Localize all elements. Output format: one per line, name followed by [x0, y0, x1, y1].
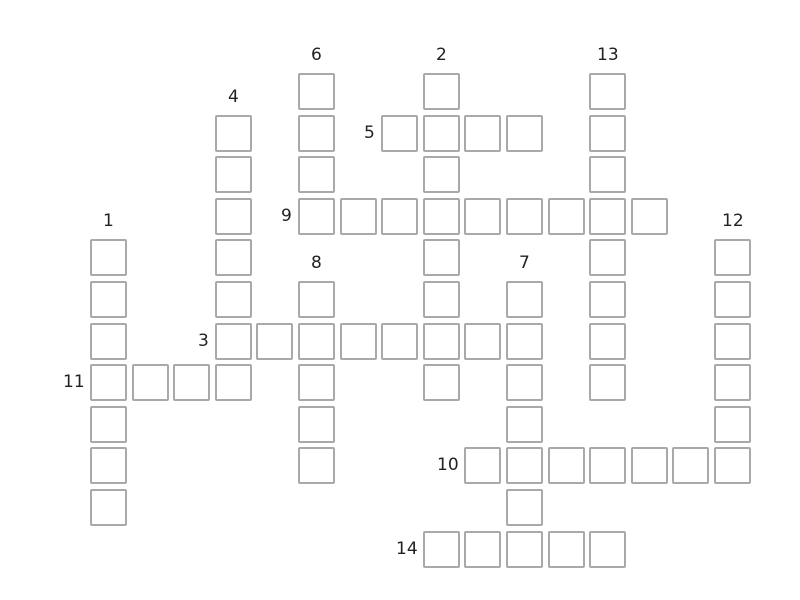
clue-number-9: 9 [281, 206, 292, 226]
crossword-cell[interactable] [464, 198, 501, 235]
crossword-cell[interactable] [589, 115, 626, 152]
crossword-cell[interactable] [90, 406, 127, 443]
crossword-cell[interactable] [215, 281, 252, 318]
crossword-cell[interactable] [90, 489, 127, 526]
crossword-cell[interactable] [506, 323, 543, 360]
crossword-cell[interactable] [423, 73, 460, 110]
crossword-cell[interactable] [714, 447, 751, 484]
crossword-cell[interactable] [90, 323, 127, 360]
crossword-cell[interactable] [589, 531, 626, 568]
clue-number-11: 11 [63, 372, 85, 392]
clue-number-5: 5 [364, 123, 375, 143]
crossword-cell[interactable] [506, 364, 543, 401]
crossword-cell[interactable] [173, 364, 210, 401]
crossword-cell[interactable] [298, 198, 335, 235]
crossword-cell[interactable] [548, 198, 585, 235]
crossword-cell[interactable] [423, 198, 460, 235]
crossword-cell[interactable] [215, 239, 252, 276]
crossword-cell[interactable] [90, 281, 127, 318]
crossword-cell[interactable] [589, 281, 626, 318]
clue-number-1: 1 [103, 211, 114, 231]
crossword-cell[interactable] [423, 239, 460, 276]
crossword-cell[interactable] [506, 115, 543, 152]
crossword-cell[interactable] [215, 156, 252, 193]
crossword-cell[interactable] [298, 156, 335, 193]
crossword-cell[interactable] [132, 364, 169, 401]
crossword-cell[interactable] [714, 323, 751, 360]
crossword-cell[interactable] [423, 323, 460, 360]
crossword-cell[interactable] [672, 447, 709, 484]
crossword-cell[interactable] [589, 364, 626, 401]
clue-number-6: 6 [311, 45, 322, 65]
crossword-cell[interactable] [340, 323, 377, 360]
clue-number-4: 4 [228, 87, 239, 107]
crossword-cell[interactable] [464, 447, 501, 484]
crossword-cell[interactable] [464, 115, 501, 152]
crossword-cell[interactable] [714, 239, 751, 276]
crossword-cell[interactable] [423, 156, 460, 193]
crossword-cell[interactable] [215, 115, 252, 152]
crossword-cell[interactable] [215, 323, 252, 360]
crossword-cell[interactable] [589, 73, 626, 110]
crossword-cell[interactable] [548, 531, 585, 568]
crossword-cell[interactable] [298, 364, 335, 401]
crossword-cell[interactable] [464, 323, 501, 360]
crossword-cell[interactable] [381, 198, 418, 235]
clue-number-12: 12 [722, 211, 744, 231]
crossword-cell[interactable] [90, 447, 127, 484]
clue-number-3: 3 [198, 331, 209, 351]
crossword-cell[interactable] [506, 406, 543, 443]
crossword-cell[interactable] [90, 364, 127, 401]
crossword-cell[interactable] [381, 323, 418, 360]
clue-number-13: 13 [597, 45, 619, 65]
crossword-cell[interactable] [464, 531, 501, 568]
crossword-cell[interactable] [298, 406, 335, 443]
crossword-cell[interactable] [381, 115, 418, 152]
crossword-cell[interactable] [298, 323, 335, 360]
crossword-cell[interactable] [506, 531, 543, 568]
crossword-cell[interactable] [298, 281, 335, 318]
crossword-cell[interactable] [589, 156, 626, 193]
crossword-cell[interactable] [631, 198, 668, 235]
crossword-cell[interactable] [215, 364, 252, 401]
crossword-cell[interactable] [631, 447, 668, 484]
crossword-cell[interactable] [548, 447, 585, 484]
clue-number-10: 10 [437, 455, 459, 475]
crossword-cell[interactable] [714, 281, 751, 318]
crossword-cell[interactable] [423, 281, 460, 318]
clue-number-2: 2 [436, 45, 447, 65]
crossword-cell[interactable] [589, 447, 626, 484]
clue-number-14: 14 [396, 539, 418, 559]
crossword-cell[interactable] [298, 73, 335, 110]
crossword-cell[interactable] [423, 531, 460, 568]
crossword-cell[interactable] [423, 115, 460, 152]
clue-number-8: 8 [311, 253, 322, 273]
crossword-cell[interactable] [506, 281, 543, 318]
crossword-cell[interactable] [506, 198, 543, 235]
crossword-cell[interactable] [298, 115, 335, 152]
crossword-cell[interactable] [298, 447, 335, 484]
crossword-cell[interactable] [506, 489, 543, 526]
crossword-cell[interactable] [714, 364, 751, 401]
crossword-cell[interactable] [215, 198, 252, 235]
crossword-cell[interactable] [506, 447, 543, 484]
crossword-cell[interactable] [340, 198, 377, 235]
crossword-cell[interactable] [90, 239, 127, 276]
crossword-cell[interactable] [589, 323, 626, 360]
crossword-cell[interactable] [423, 364, 460, 401]
crossword-cell[interactable] [256, 323, 293, 360]
crossword-cell[interactable] [714, 406, 751, 443]
clue-number-7: 7 [519, 253, 530, 273]
crossword-cell[interactable] [589, 198, 626, 235]
crossword-cell[interactable] [589, 239, 626, 276]
